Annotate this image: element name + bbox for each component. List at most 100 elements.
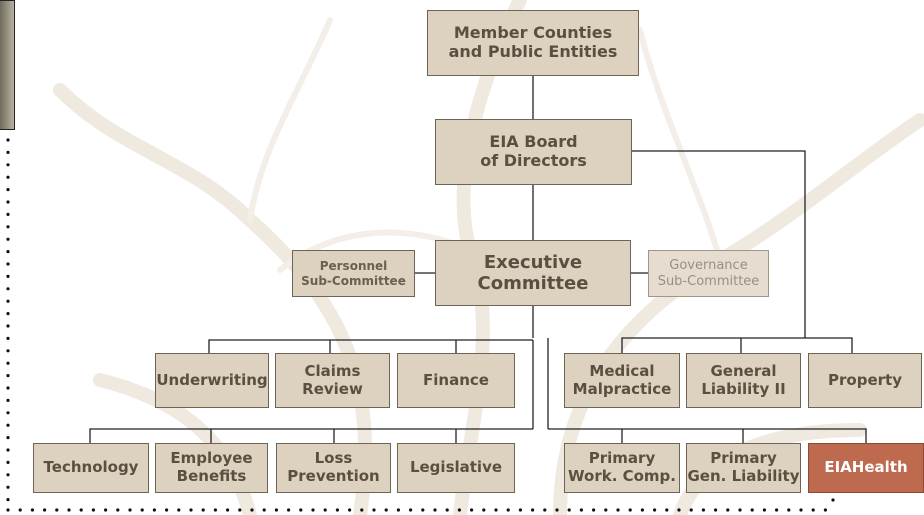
border-dot <box>6 398 10 402</box>
border-dot <box>396 508 400 512</box>
border-dot <box>287 508 291 512</box>
border-dot <box>104 508 108 512</box>
border-dot <box>579 508 584 512</box>
node-claims-review: Claims Review <box>275 353 390 408</box>
border-dot <box>6 374 10 378</box>
node-primary-gen-liability: Primary Gen. Liability <box>686 443 801 493</box>
border-dot <box>738 508 742 512</box>
border-dot <box>177 508 181 512</box>
border-dot <box>323 508 327 512</box>
border-dot <box>6 299 10 303</box>
border-dot <box>470 508 474 512</box>
node-general-liability-ii: General Liability II <box>686 353 801 408</box>
node-employee-benefits: Employee Benefits <box>155 443 268 493</box>
border-dot <box>18 508 22 512</box>
border-dot <box>726 508 730 512</box>
node-underwriting: Underwriting <box>155 353 269 408</box>
border-dot <box>238 508 242 512</box>
border-dot <box>6 312 10 316</box>
border-dot <box>335 508 339 512</box>
border-dot <box>213 508 217 512</box>
border-dot <box>567 508 571 512</box>
node-legislative: Legislative <box>397 443 515 493</box>
border-dot <box>91 508 95 512</box>
border-dot <box>640 508 645 512</box>
node-primary-work-comp: Primary Work. Comp. <box>564 443 680 493</box>
border-dot <box>689 508 693 512</box>
border-dot <box>714 508 718 512</box>
border-dot <box>6 436 10 440</box>
border-dot <box>616 508 620 512</box>
border-dot <box>823 508 828 512</box>
border-dot <box>360 508 364 512</box>
border-dot <box>55 508 59 512</box>
node-technology: Technology <box>33 443 149 493</box>
border-dot <box>543 508 547 512</box>
node-governance-subcommittee: Governance Sub-Committee <box>648 250 769 297</box>
border-dot <box>787 508 791 512</box>
node-property: Property <box>808 353 922 408</box>
border-dot <box>6 274 10 278</box>
node-medical-malpractice: Medical Malpractice <box>564 353 680 408</box>
node-eiahealth: EIAHealth <box>808 443 924 493</box>
border-dot <box>189 508 193 512</box>
border-dot <box>348 508 352 512</box>
border-dot <box>140 508 144 512</box>
border-dot <box>372 508 376 512</box>
border-dot <box>128 508 132 512</box>
border-dot <box>6 485 10 489</box>
border-dot <box>831 498 835 502</box>
photo-thumbnail <box>0 0 15 130</box>
border-dot <box>30 508 34 512</box>
border-dot <box>6 336 10 340</box>
border-dot <box>43 508 47 512</box>
border-dot <box>6 386 10 390</box>
border-dot <box>6 423 10 427</box>
border-dot <box>604 508 608 512</box>
border-dot <box>152 508 156 512</box>
border-dot <box>250 508 254 512</box>
border-dot <box>6 448 10 452</box>
border-dot <box>6 200 10 204</box>
border-dot <box>116 508 120 512</box>
border-dot <box>6 411 10 415</box>
node-personnel-subcommittee: Personnel Sub-Committee <box>292 250 415 297</box>
border-dot <box>6 163 10 167</box>
border-dot <box>518 508 523 512</box>
node-executive-committee: Executive Committee <box>435 240 631 306</box>
node-finance: Finance <box>397 353 515 408</box>
border-dot <box>592 508 596 512</box>
border-dot <box>445 508 449 512</box>
border-dot <box>6 188 10 192</box>
border-dot <box>6 138 10 142</box>
border-dot <box>409 508 413 512</box>
border-dot <box>421 508 425 512</box>
border-dot <box>628 508 632 512</box>
border-dot <box>6 225 10 229</box>
node-member-counties: Member Counties and Public Entities <box>427 10 639 76</box>
border-dot <box>201 508 205 512</box>
border-dot <box>677 508 681 512</box>
border-dot <box>384 508 388 512</box>
border-dot <box>811 508 815 512</box>
border-dot <box>165 508 169 512</box>
border-dot <box>433 508 437 512</box>
border-dot <box>653 508 657 512</box>
border-dot <box>6 473 10 477</box>
border-dot <box>775 508 779 512</box>
border-dot <box>6 498 10 502</box>
border-dot <box>6 262 10 266</box>
border-dot <box>799 508 803 512</box>
border-dot <box>6 349 10 353</box>
border-dot <box>6 508 10 512</box>
border-dot <box>665 508 669 512</box>
border-dot <box>506 508 510 512</box>
border-dot <box>6 324 10 328</box>
border-dot <box>67 508 71 512</box>
border-dot <box>6 150 10 154</box>
border-dot <box>262 508 266 512</box>
node-loss-prevention: Loss Prevention <box>276 443 391 493</box>
border-dot <box>457 508 461 512</box>
border-dot <box>274 508 278 512</box>
